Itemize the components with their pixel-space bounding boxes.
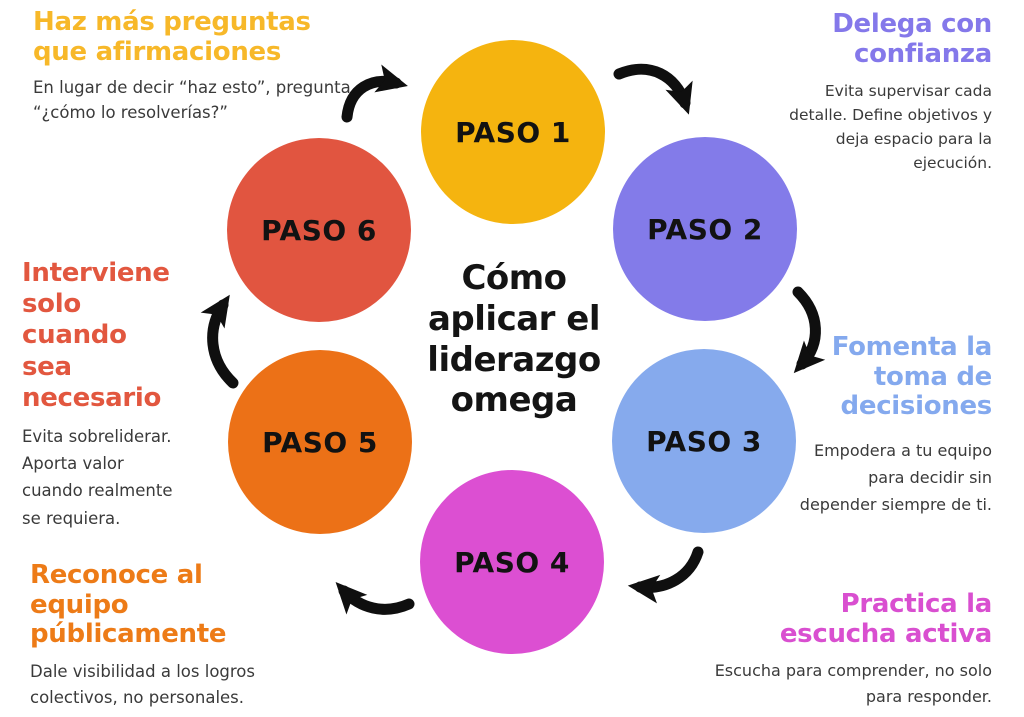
step-label-paso6: PASO 6 — [261, 213, 377, 247]
step-circle-paso3: PASO 3 — [612, 349, 796, 533]
step-label-paso5: PASO 5 — [262, 425, 378, 459]
note-heading-reconoce-equipo: Reconoce al equipo públicamente — [30, 560, 227, 650]
note-heading-haz-mas-preguntas: Haz más preguntas que afirmaciones — [33, 7, 311, 67]
arrow-paso4-paso5 — [335, 582, 415, 615]
step-circle-paso6: PASO 6 — [227, 138, 411, 322]
note-body-haz-mas-preguntas: En lugar de decir “haz esto”, pregunta “… — [33, 78, 351, 122]
note-heading-delega-con-confianza: Delega con confianza — [832, 9, 992, 69]
step-circle-paso5: PASO 5 — [228, 350, 412, 534]
note-heading-escucha-activa: Practica la escucha activa — [779, 589, 992, 649]
step-circle-paso2: PASO 2 — [613, 137, 797, 321]
step-label-paso1: PASO 1 — [455, 115, 571, 149]
note-reconoce-equipo: Reconoce al equipo públicamente Dale vis… — [30, 560, 320, 712]
note-heading-fomenta-decisiones: Fomenta la toma de decisiones — [831, 332, 993, 422]
arrow-paso3-paso4 — [627, 546, 704, 604]
note-body-delega-con-confianza: Evita supervisar cada detalle. Define ob… — [789, 82, 992, 173]
note-escucha-activa: Practica la escucha activa Escucha para … — [647, 589, 993, 709]
note-interviene-solo: Interviene solo cuando sea necesario Evi… — [22, 258, 207, 532]
note-body-escucha-activa: Escucha para comprender, no solo para re… — [714, 661, 992, 706]
note-fomenta-decisiones: Fomenta la toma de decisiones Empodera a… — [742, 332, 993, 518]
arrow-paso1-paso2 — [613, 63, 693, 115]
step-label-paso4: PASO 4 — [454, 545, 570, 579]
step-label-paso2: PASO 2 — [647, 212, 763, 246]
step-circle-paso1: PASO 1 — [421, 40, 605, 224]
note-delega-con-confianza: Delega con confianza Evita supervisar ca… — [712, 9, 992, 175]
step-label-paso3: PASO 3 — [646, 424, 762, 458]
note-haz-mas-preguntas: Haz más preguntas que afirmaciones En lu… — [33, 7, 373, 126]
step-circle-paso4: PASO 4 — [420, 470, 604, 654]
note-body-fomenta-decisiones: Empodera a tu equipo para decidir sin de… — [799, 440, 992, 515]
arrow-paso5-paso6 — [200, 294, 239, 389]
note-body-reconoce-equipo: Dale visibilidad a los logros colectivos… — [30, 661, 255, 708]
page-title: Cómo aplicar el liderazgo omega — [427, 258, 601, 421]
note-body-interviene-solo: Evita sobreliderar. Aporta valor cuando … — [22, 426, 173, 528]
note-heading-interviene-solo: Interviene solo cuando sea necesario — [22, 258, 170, 413]
